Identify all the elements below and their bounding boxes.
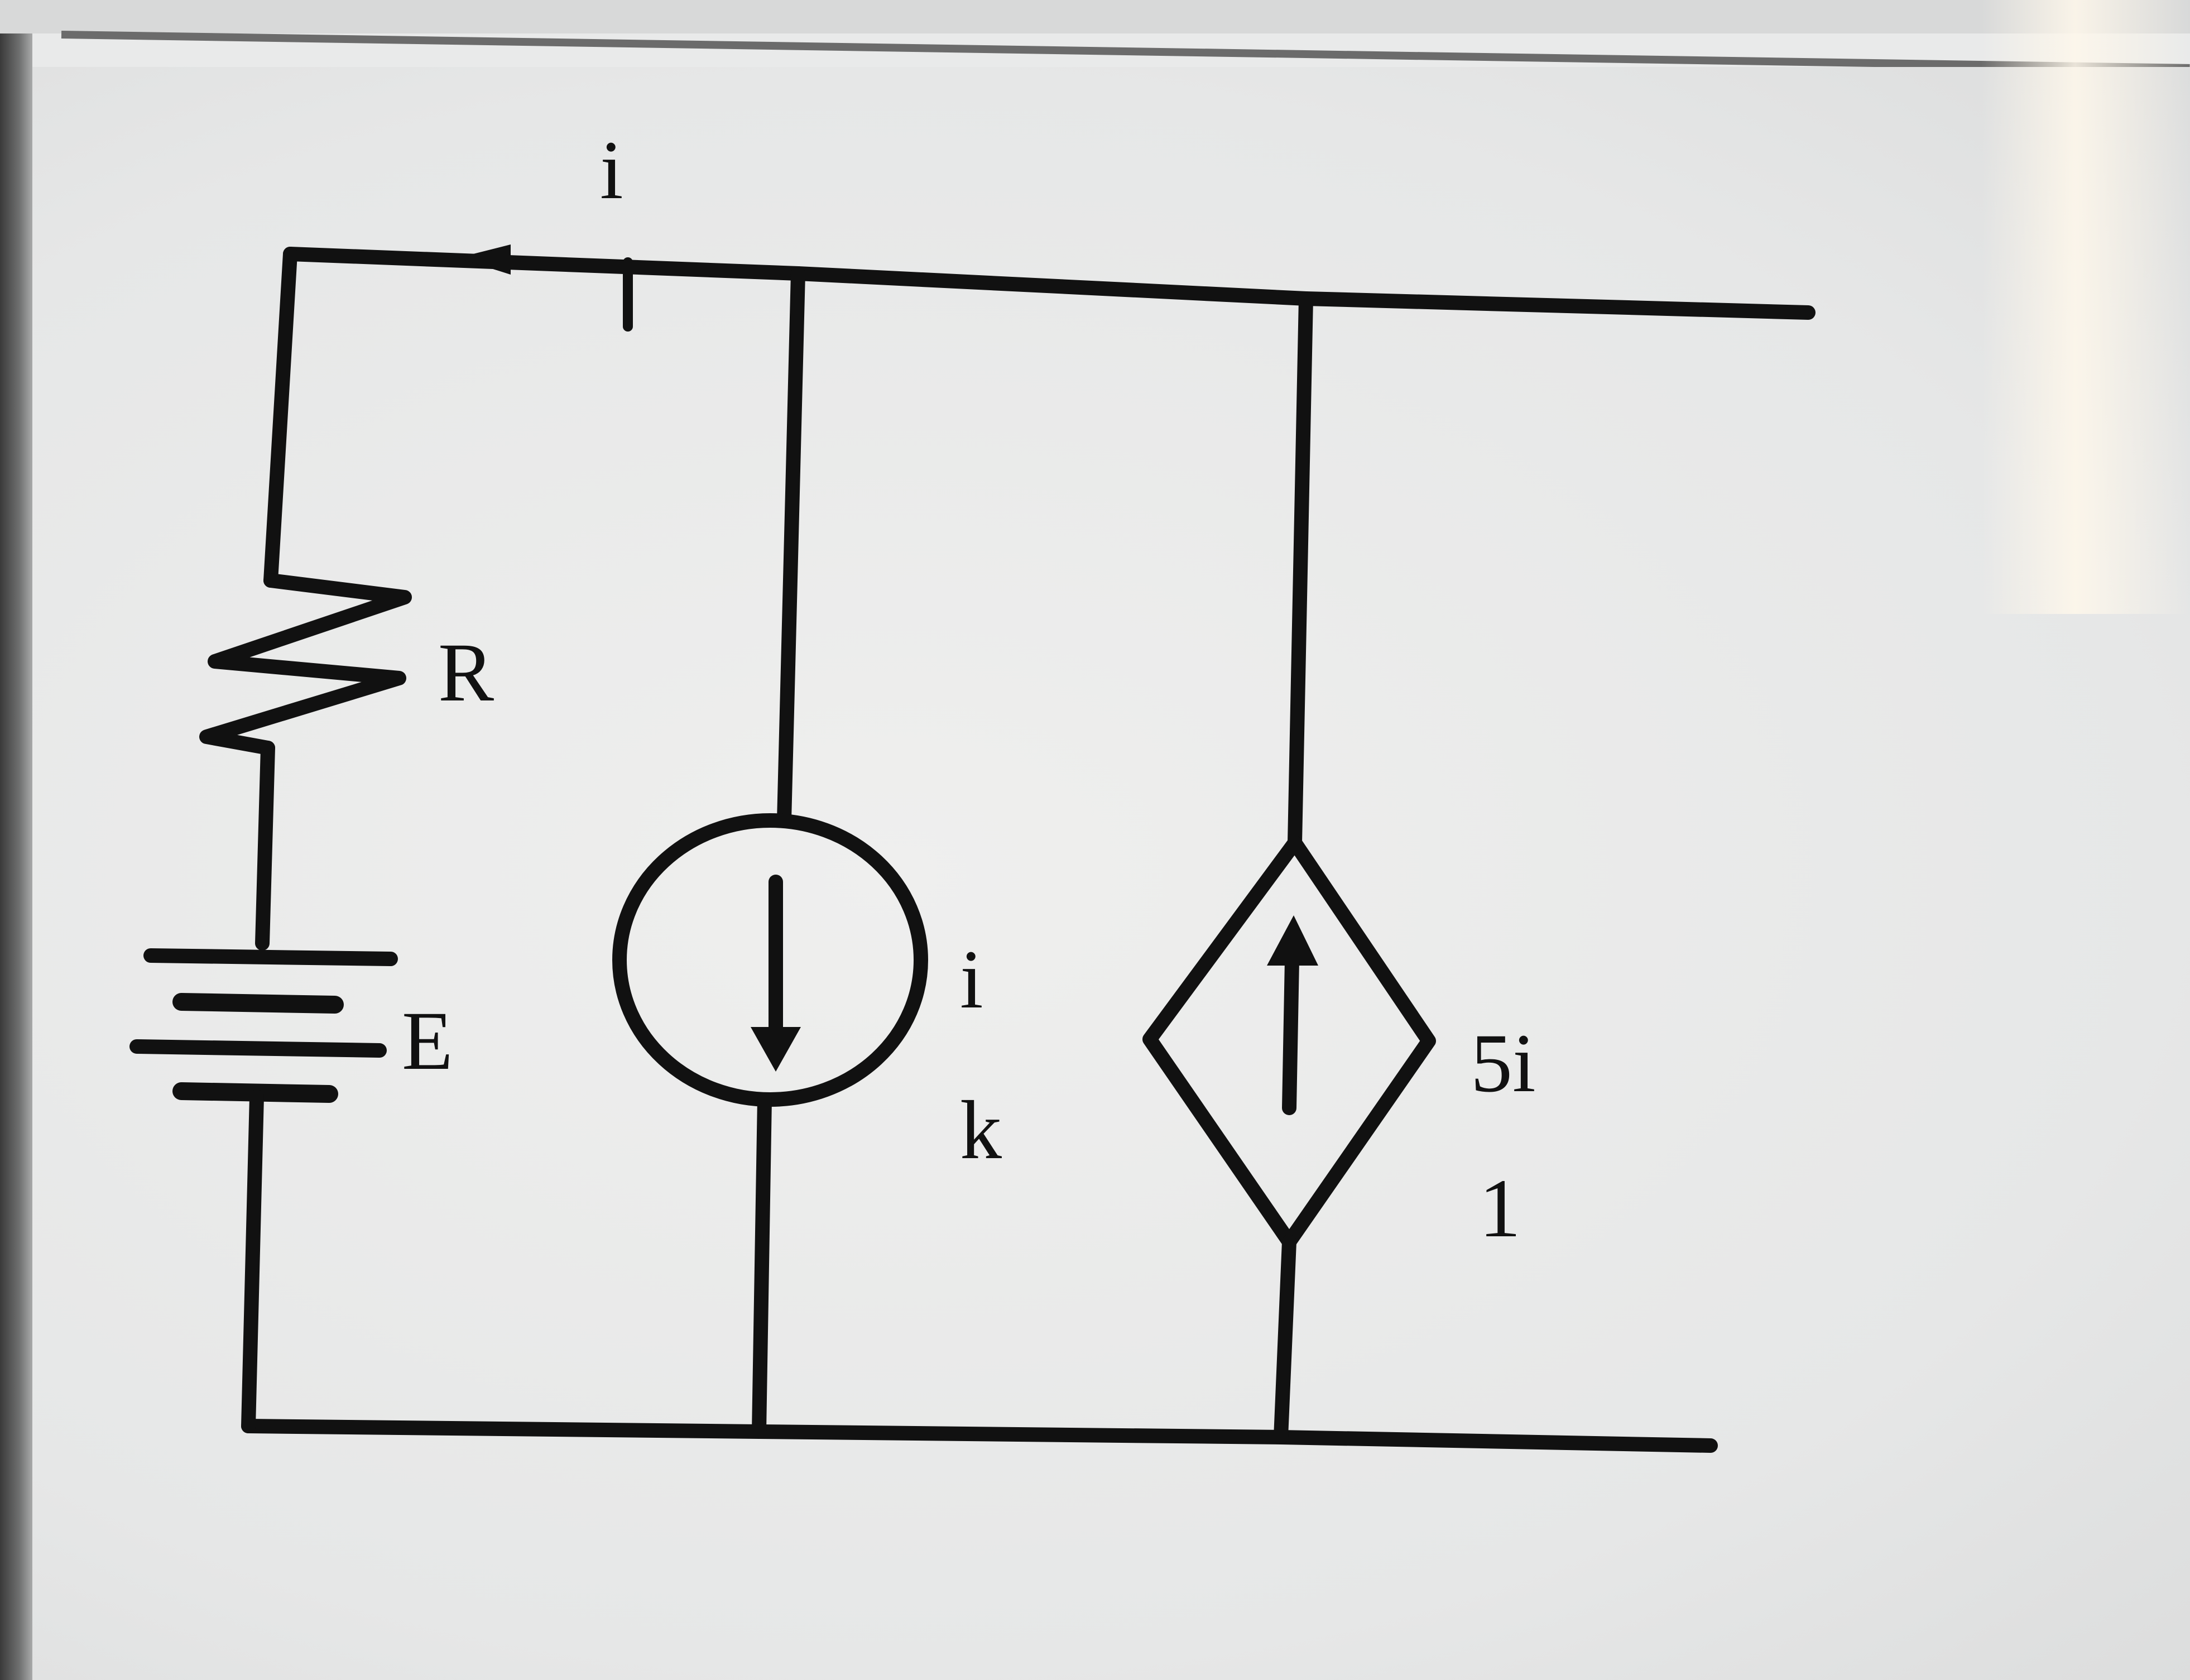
bottom-wire xyxy=(241,1419,1718,1453)
screen-glare xyxy=(1981,0,2190,614)
dependent-up-arrow-shaft xyxy=(1282,953,1299,1115)
source-k-label-sub: k xyxy=(960,1084,1002,1177)
photo-top-band xyxy=(0,0,2190,33)
current-arrow-icon xyxy=(458,244,511,275)
top-wire xyxy=(283,247,1816,320)
battery-label: E xyxy=(402,995,453,1087)
left-branch-upper-wire xyxy=(263,247,297,588)
source-k-label-main: i xyxy=(960,933,983,1026)
middle-branch-upper-wire xyxy=(777,266,805,828)
paper-background xyxy=(32,67,2190,1680)
photo-left-edge xyxy=(0,0,32,1680)
middle-branch-lower-wire xyxy=(752,1092,772,1439)
right-branch-lower-wire xyxy=(1274,1235,1296,1444)
current-label-i: i xyxy=(600,124,623,217)
dependent-source-label-main: 5i xyxy=(1471,1017,1536,1110)
down-arrow-icon xyxy=(751,1027,801,1072)
resistor-label: R xyxy=(438,626,494,719)
zigzag-resistor-icon xyxy=(199,573,412,755)
left-branch-lower-wire xyxy=(241,1089,264,1433)
dependent-source-label-sub: 1 xyxy=(1479,1162,1521,1255)
left-branch-mid-wire xyxy=(255,741,275,951)
right-branch-upper-wire xyxy=(1288,291,1313,850)
up-arrow-icon xyxy=(1267,915,1318,966)
battery-cell-icon xyxy=(129,948,398,1103)
